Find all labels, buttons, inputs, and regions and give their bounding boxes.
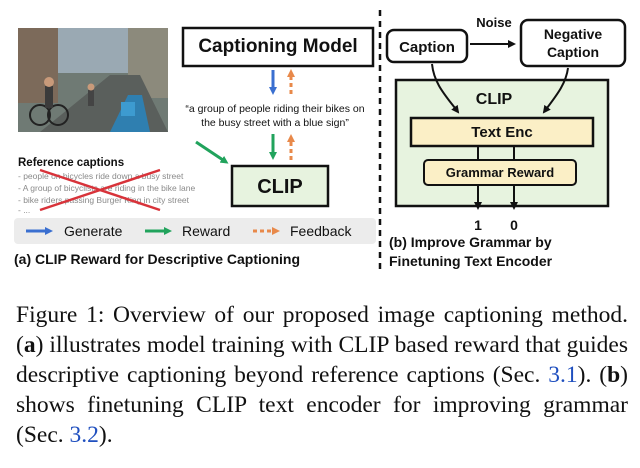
reward-arrow xyxy=(195,140,229,164)
caption-box xyxy=(385,28,469,64)
negative-to-encoder-arrow xyxy=(542,67,569,114)
section-ref-3-1[interactable]: 3.1 xyxy=(548,362,578,388)
caption-middle1: ) illustrates model training with CLIP b… xyxy=(16,332,628,388)
captioning-model-label: Captioning Model xyxy=(198,36,357,57)
caption-b-marker: b xyxy=(607,362,621,388)
captioning-model-box xyxy=(181,26,375,68)
legend-box xyxy=(14,218,376,244)
legend-feedback-label: Feedback xyxy=(290,223,352,239)
clip-box xyxy=(230,164,330,208)
clip-container-label: CLIP xyxy=(476,91,513,108)
caption-middle3: ) shows finetuning CLIP text encoder for… xyxy=(16,362,628,448)
reference-cross-2 xyxy=(39,168,161,212)
caption-a-marker: a xyxy=(23,332,36,358)
street-photo xyxy=(18,28,168,132)
overview-figure: Captioning Model “a group of people ridi… xyxy=(14,10,627,272)
negative-caption-box xyxy=(519,18,627,68)
caption-prefix: Figure 1: Overview of our proposed image… xyxy=(16,302,628,358)
reference-caption-4: - ... xyxy=(18,205,30,215)
grammar-reward-box xyxy=(423,159,577,186)
generated-caption-line2: the busy street with a blue sign” xyxy=(201,117,349,129)
output-label-0: 0 xyxy=(510,217,518,233)
noise-label: Noise xyxy=(476,15,511,30)
panel-b-title-line1: (b) Improve Grammar by xyxy=(389,234,552,250)
panel-b-title-line2: Finetuning Text Encoder xyxy=(389,253,553,269)
caption-middle2: ). ( xyxy=(577,362,608,388)
caption-to-encoder-arrow xyxy=(431,63,460,114)
generated-caption-line1: “a group of people riding their bikes on xyxy=(185,103,364,115)
output-label-1: 1 xyxy=(474,217,482,233)
reference-caption-1: - people on bicycles ride down a busy st… xyxy=(18,171,184,181)
panel-a-title: (a) CLIP Reward for Descriptive Captioni… xyxy=(14,251,300,267)
section-ref-3-2[interactable]: 3.2 xyxy=(69,422,99,448)
legend-generate-label: Generate xyxy=(64,223,123,239)
caption-suffix: ). xyxy=(98,422,113,448)
text-encoder-label: Text Enc xyxy=(471,124,532,141)
reference-caption-3: - bike riders passing Burger King in cit… xyxy=(18,195,190,205)
grammar-reward-label: Grammar Reward xyxy=(446,165,554,180)
legend-reward-label: Reward xyxy=(182,223,230,239)
reference-title: Reference captions xyxy=(18,157,124,169)
negative-caption-line1: Negative xyxy=(544,26,603,42)
negative-caption-line2: Caption xyxy=(547,44,599,60)
figure-caption: Figure 1: Overview of our proposed image… xyxy=(16,300,628,450)
clip-label: CLIP xyxy=(257,176,303,198)
caption-box-label: Caption xyxy=(399,39,455,56)
text-encoder-box xyxy=(409,116,595,148)
